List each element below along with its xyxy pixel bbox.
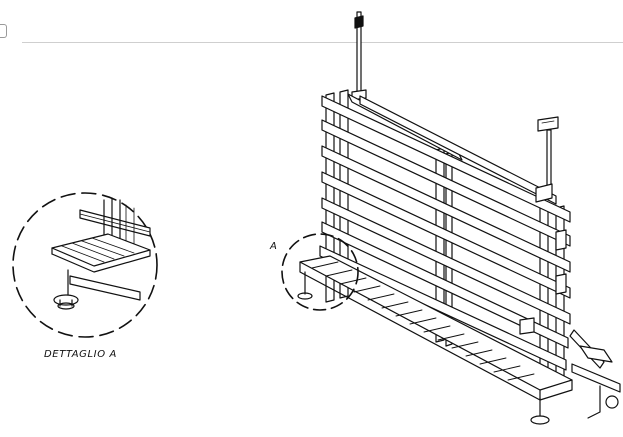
header-divider-line (22, 42, 623, 43)
callout-a-circle (281, 233, 359, 311)
base-ladder (299, 255, 573, 401)
rear-support-strut (569, 329, 621, 419)
panel-saw-machine (297, 11, 621, 425)
right-guide-post (537, 116, 559, 197)
detail-a-caption: DETTAGLIO A (44, 349, 117, 360)
horizontal-rails (319, 95, 571, 371)
detail-a-view (12, 192, 158, 338)
detail-a-circle (12, 192, 158, 338)
left-guide-post (351, 11, 367, 101)
window-corner-tab (0, 24, 7, 38)
callout-a-label: A (270, 241, 277, 252)
